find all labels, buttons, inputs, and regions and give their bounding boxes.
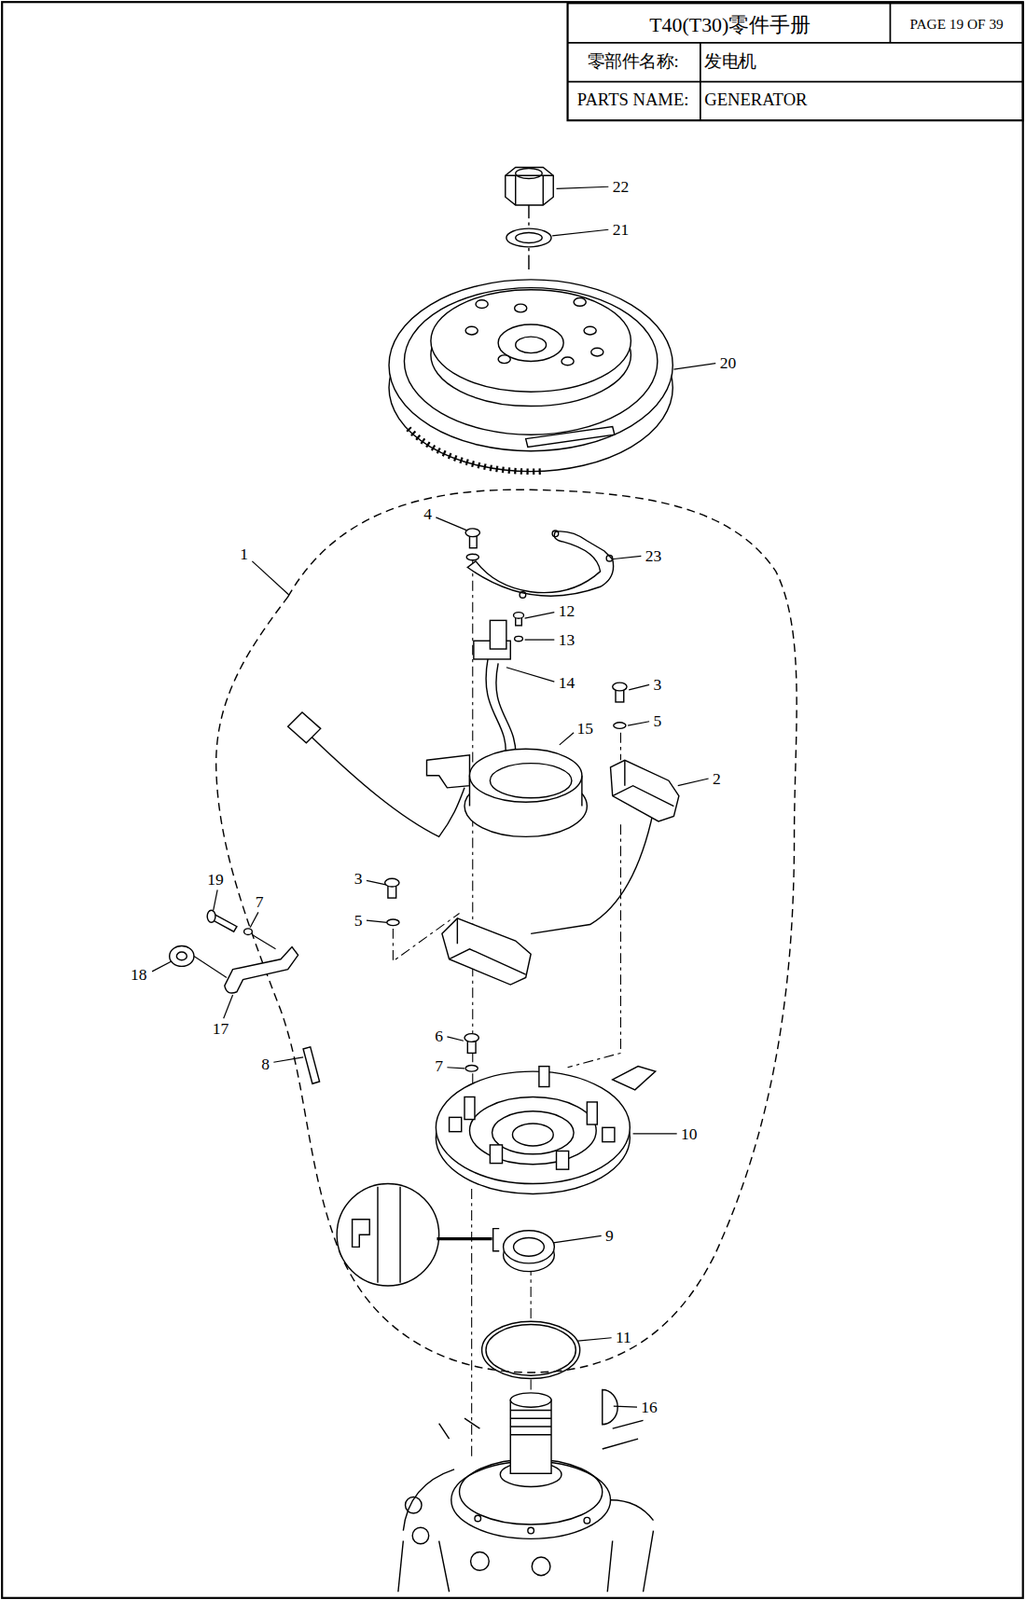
callout-number: 6 <box>434 1026 444 1045</box>
callout-number: 5 <box>354 912 363 930</box>
title-table-cell: PARTS NAME: <box>577 91 690 111</box>
callout-number: 8 <box>261 1055 270 1074</box>
callout-number: 5 <box>652 712 662 731</box>
callout-number: 3 <box>354 870 363 888</box>
callout-number: 18 <box>130 966 148 985</box>
callout-number: 11 <box>615 1329 632 1347</box>
callout-number: 14 <box>558 674 576 693</box>
callout-number: 15 <box>576 720 594 738</box>
manual-title: T40(T30)零件手册 <box>649 13 811 36</box>
callout-number: 7 <box>434 1057 444 1076</box>
callout-number: 9 <box>605 1227 614 1246</box>
callout-number: 23 <box>645 547 663 566</box>
title-table-cell: 零部件名称: <box>587 53 680 72</box>
callout-number: 7 <box>255 893 264 912</box>
callout-number: 22 <box>612 178 630 196</box>
title-table-cell: GENERATOR <box>704 91 807 111</box>
callout-number: 19 <box>207 871 224 889</box>
callout-number: 10 <box>680 1124 698 1143</box>
callout-number: 2 <box>712 769 721 788</box>
callout-number: 17 <box>212 1020 230 1039</box>
callout-number: 1 <box>239 545 249 564</box>
callout-number: 16 <box>640 1399 658 1417</box>
callout-number: 3 <box>652 676 662 694</box>
callout-number: 21 <box>612 221 630 239</box>
callout-number: 4 <box>423 505 432 524</box>
callout-number: 20 <box>720 354 737 373</box>
title-table-cell: 发电机 <box>704 53 757 72</box>
title-table-cell: PAGE 19 OF 39 <box>909 16 1003 33</box>
callout-number: 13 <box>558 631 576 650</box>
callout-number: 12 <box>558 602 576 621</box>
